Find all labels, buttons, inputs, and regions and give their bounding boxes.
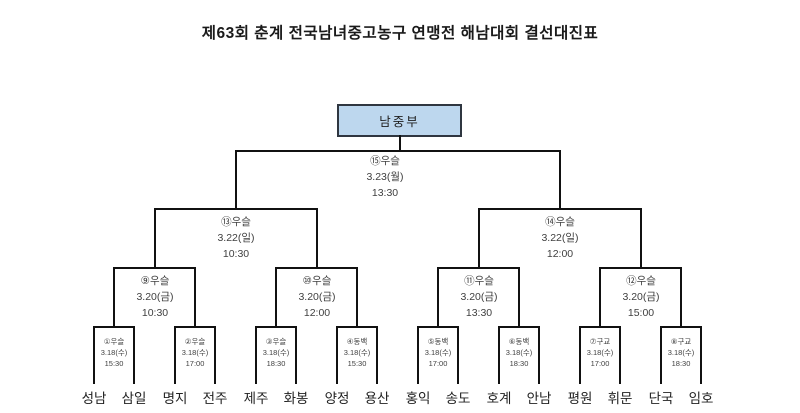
match-date: 3.18(수): [181, 348, 209, 357]
match-time: 18:30: [509, 359, 529, 368]
round1-game5-line: [417, 326, 459, 384]
team-name: 화봉: [283, 391, 309, 406]
round1-game3-line: [255, 326, 297, 384]
round1-game8-line: [660, 326, 702, 384]
match-time: 15:30: [347, 359, 367, 368]
match-date: 3.20(금): [298, 291, 336, 303]
team-name: 성남: [81, 391, 107, 406]
team-name: 전주: [202, 391, 228, 406]
team-name: 임호: [688, 391, 714, 406]
match-date: 3.22(일): [217, 232, 255, 244]
match-r1-1: ①우슬 3.18(수) 15:30: [92, 336, 136, 369]
match-sf-14: ⑭우슬 3.22(일) 12:00: [515, 214, 605, 262]
match-date: 3.18(수): [586, 348, 614, 357]
match-qf-10: ⑩우슬 3.20(금) 12:00: [272, 273, 362, 321]
match-label: ②우슬: [184, 337, 206, 346]
quarterfinal-1-line: [113, 267, 196, 328]
round1-game2-line: [174, 326, 216, 384]
match-date: 3.18(수): [667, 348, 695, 357]
match-date: 3.20(금): [460, 291, 498, 303]
round1-game7-line: [579, 326, 621, 384]
match-r1-5: ⑤동백 3.18(수) 17:00: [416, 336, 460, 369]
match-label: ⑥동백: [508, 337, 530, 346]
match-time: 17:00: [590, 359, 610, 368]
match-r1-4: ④동백 3.18(수) 15:30: [335, 336, 379, 369]
team-name: 평원: [567, 391, 593, 406]
quarterfinal-3-line: [437, 267, 520, 328]
match-date: 3.18(수): [100, 348, 128, 357]
match-date: 3.18(수): [424, 348, 452, 357]
match-time: 12:00: [303, 307, 331, 319]
match-time: 15:30: [104, 359, 124, 368]
match-label: ④동백: [346, 337, 368, 346]
team-name: 안남: [526, 391, 552, 406]
match-label: ③우슬: [265, 337, 287, 346]
match-sf-13: ⑬우슬 3.22(일) 10:30: [191, 214, 281, 262]
match-time: 10:30: [141, 307, 169, 319]
team-name: 용산: [364, 391, 390, 406]
match-r1-2: ②우슬 3.18(수) 17:00: [173, 336, 217, 369]
quarterfinal-4-line: [599, 267, 682, 328]
match-r1-7: ⑦구교 3.18(수) 17:00: [578, 336, 622, 369]
quarterfinal-2-line: [275, 267, 358, 328]
round1-game1-line: [93, 326, 135, 384]
match-date: 3.18(수): [505, 348, 533, 357]
team-name: 양정: [324, 391, 350, 406]
match-qf-12: ⑫우슬 3.20(금) 15:00: [596, 273, 686, 321]
team-name: 제주: [243, 391, 269, 406]
match-time: 13:30: [465, 307, 493, 319]
page-title: 제63회 춘계 전국남녀중고농구 연맹전 해남대회 결선대진표: [201, 25, 599, 42]
match-time: 15:00: [627, 307, 655, 319]
team-name: 휘문: [607, 391, 633, 406]
match-label: ⑦구교: [589, 337, 611, 346]
final-connector-line: [235, 150, 561, 210]
team-name: 홍익: [405, 391, 431, 406]
match-time: 18:30: [671, 359, 691, 368]
team-name: 호계: [486, 391, 512, 406]
match-time: 18:30: [266, 359, 286, 368]
match-label: ①우슬: [103, 337, 125, 346]
match-label: ⑫우슬: [626, 275, 656, 287]
match-date: 3.23(월): [366, 171, 404, 183]
match-r1-8: ⑧구교 3.18(수) 18:30: [659, 336, 703, 369]
match-date: 3.18(수): [262, 348, 290, 357]
match-label: ⑤동백: [427, 337, 449, 346]
match-date: 3.18(수): [343, 348, 371, 357]
match-time: 10:30: [222, 248, 250, 260]
match-final: ⑮우슬 3.23(월) 13:30: [340, 153, 430, 201]
match-date: 3.20(금): [136, 291, 174, 303]
match-label: ⑬우슬: [221, 216, 251, 228]
match-r1-6: ⑥동백 3.18(수) 18:30: [497, 336, 541, 369]
match-time: 17:00: [428, 359, 448, 368]
match-qf-11: ⑪우슬 3.20(금) 13:30: [434, 273, 524, 321]
team-name: 삼일: [121, 391, 147, 406]
semifinal-right-line: [478, 208, 642, 269]
team-name: 명지: [162, 391, 188, 406]
semifinal-left-line: [154, 208, 318, 269]
match-r1-3: ③우슬 3.18(수) 18:30: [254, 336, 298, 369]
round1-game6-line: [498, 326, 540, 384]
match-time: 13:30: [371, 187, 399, 199]
match-time: 17:00: [185, 359, 205, 368]
match-label: ⑨우슬: [140, 275, 170, 287]
match-label: ⑩우슬: [302, 275, 332, 287]
match-label: ⑧구교: [670, 337, 692, 346]
match-date: 3.20(금): [622, 291, 660, 303]
match-label: ⑪우슬: [464, 275, 494, 287]
team-name: 송도: [445, 391, 471, 406]
division-label: 남중부: [379, 115, 420, 129]
match-label: ⑭우슬: [545, 216, 575, 228]
match-date: 3.22(일): [541, 232, 579, 244]
match-time: 12:00: [546, 248, 574, 260]
round1-game4-line: [336, 326, 378, 384]
match-label: ⑮우슬: [370, 155, 400, 167]
team-name: 단국: [648, 391, 674, 406]
match-qf-9: ⑨우슬 3.20(금) 10:30: [110, 273, 200, 321]
